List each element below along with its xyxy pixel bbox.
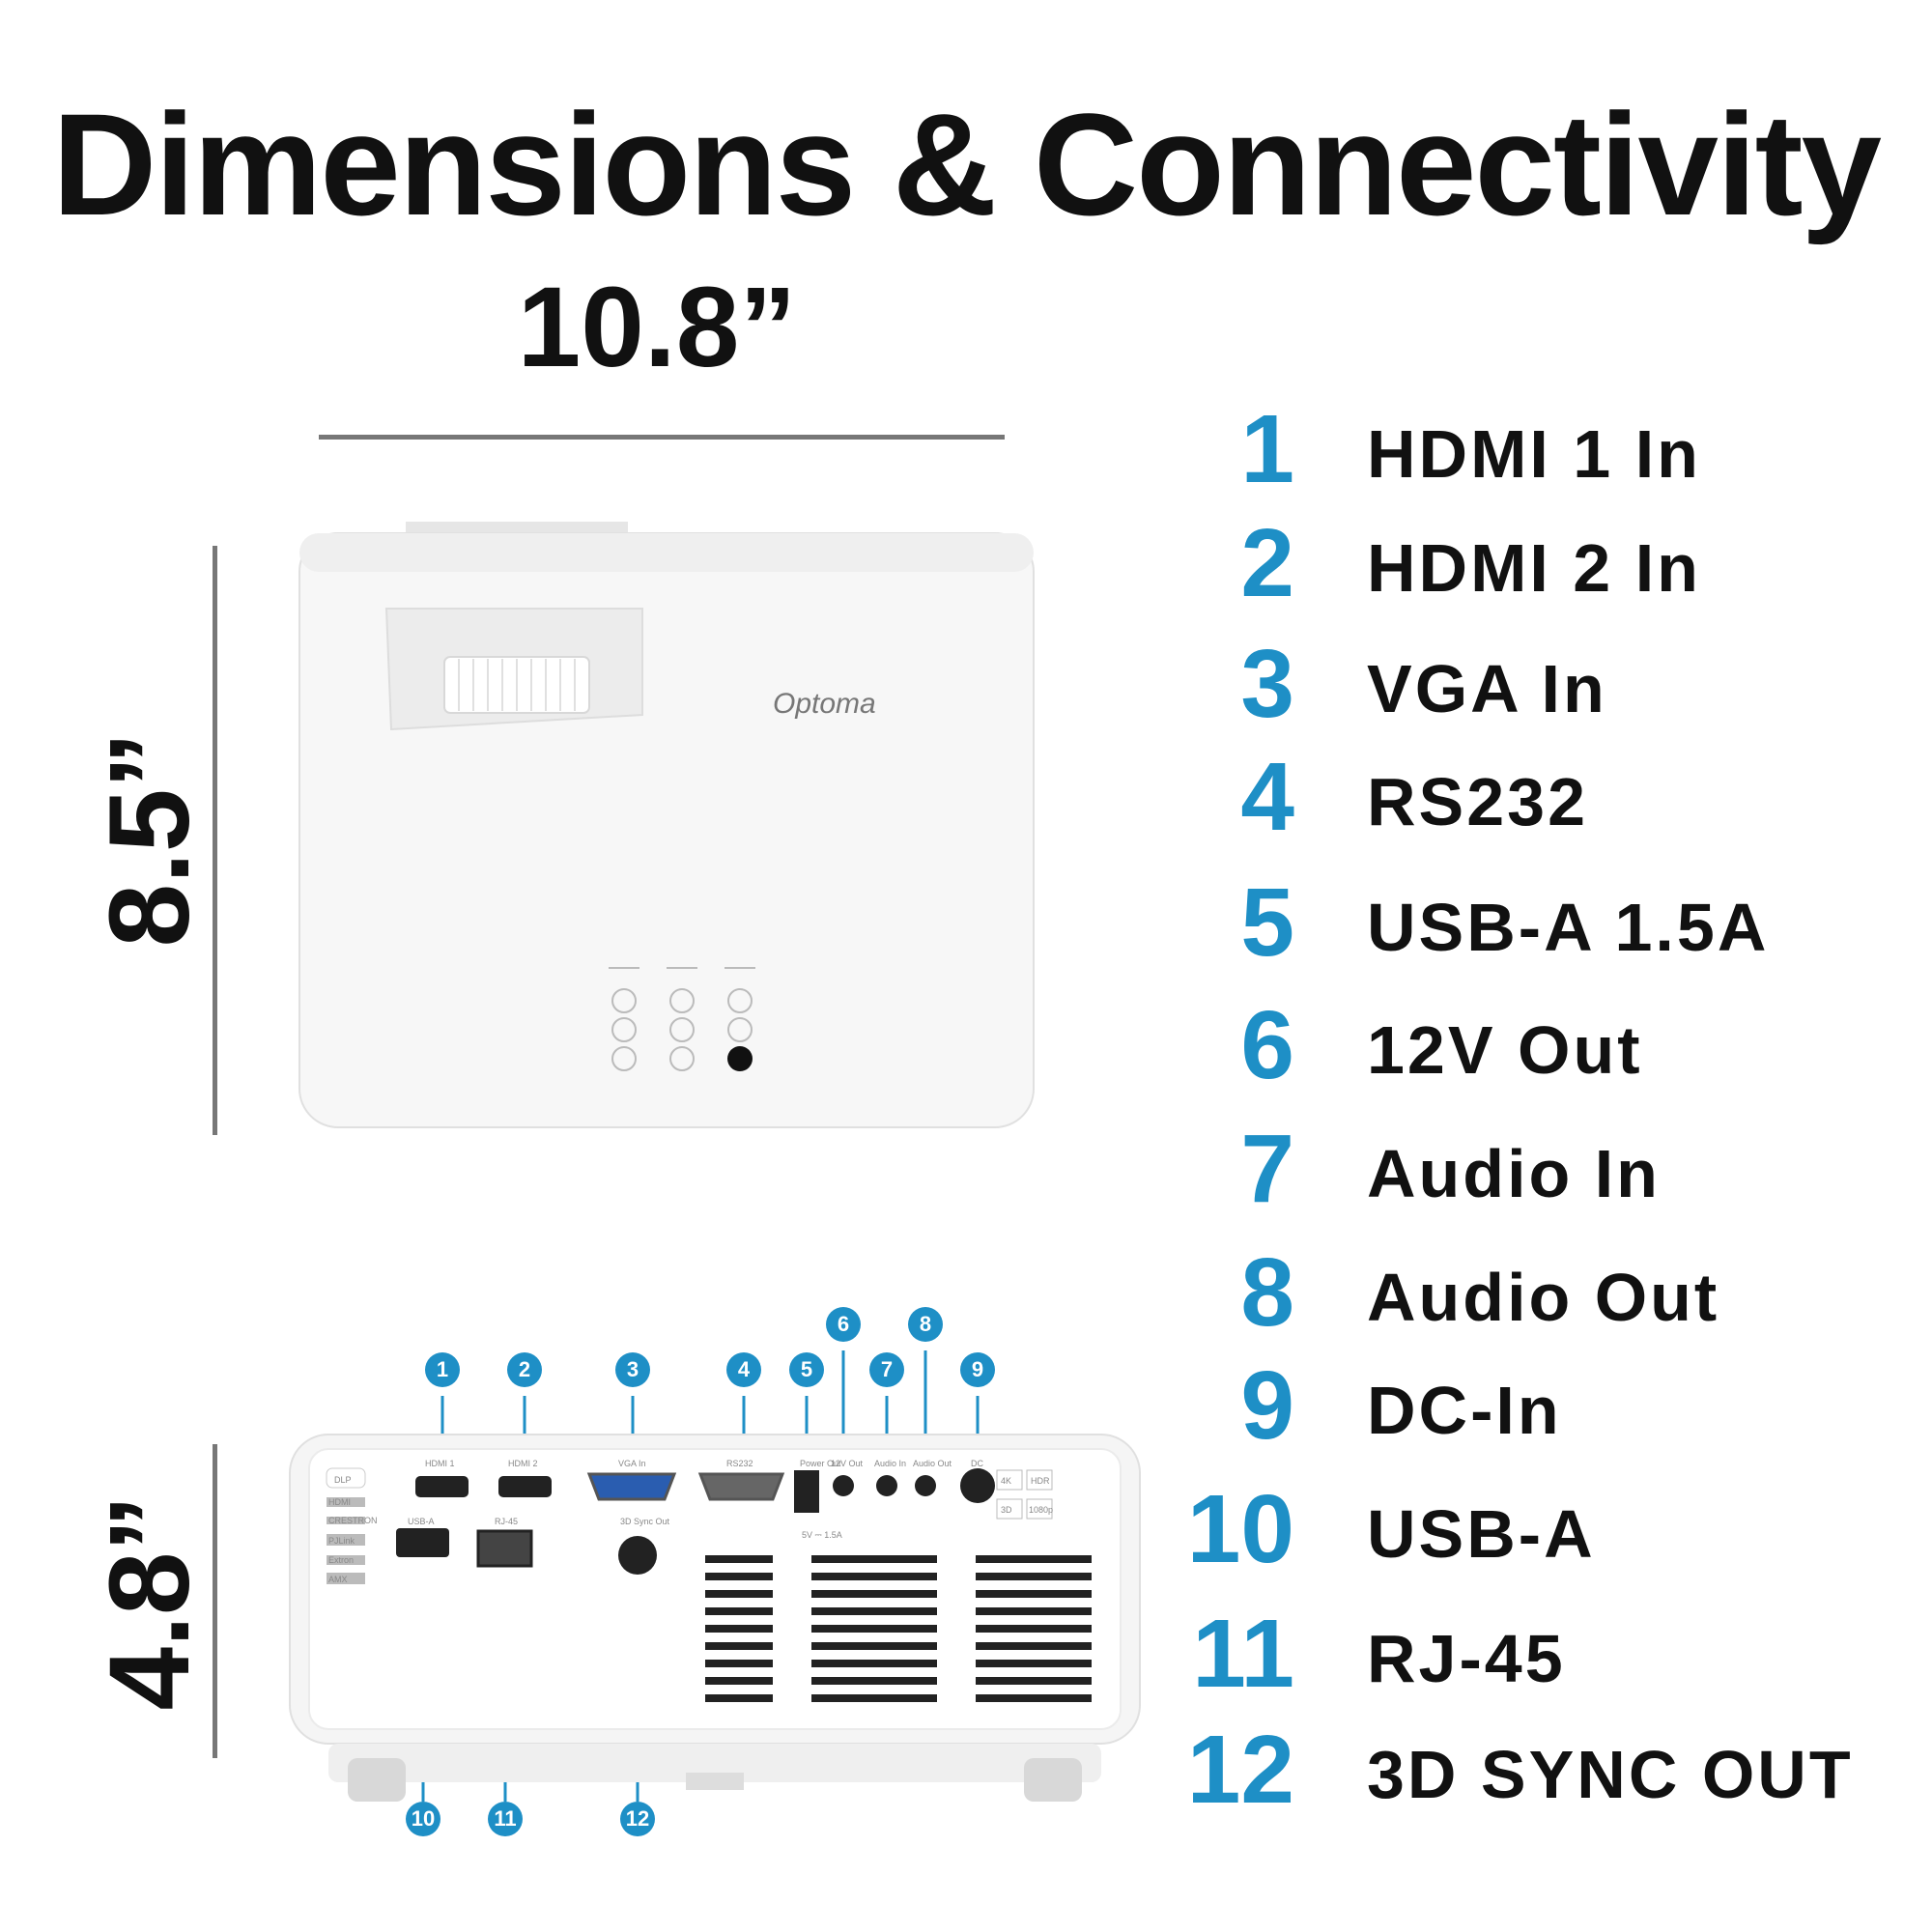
hdmi2-port-label: HDMI 2	[508, 1459, 538, 1468]
depth-dimension-line	[213, 546, 217, 1135]
legend-item: 8 Audio Out	[1198, 1244, 1913, 1350]
legend-label: RJ-45	[1367, 1621, 1566, 1696]
callout-8: 8	[908, 1307, 943, 1342]
legend-label: DC-In	[1367, 1373, 1562, 1448]
audio-in-label: Audio In	[874, 1459, 906, 1468]
legend-item: 3 VGA In	[1198, 636, 1913, 742]
callout-10: 10	[406, 1802, 440, 1836]
legend-item: 6 12V Out	[1198, 997, 1913, 1103]
legend-number: 6	[1240, 991, 1294, 1099]
legend-number: 2	[1240, 509, 1294, 617]
legend-label: 3D SYNC OUT	[1367, 1737, 1854, 1812]
legend-number: 3	[1240, 630, 1294, 738]
legend-number: 12	[1186, 1716, 1294, 1824]
legend-item: 12 3D SYNC OUT	[1187, 1721, 1913, 1828]
dlp-logo: DLP	[334, 1475, 352, 1485]
extron-logo: Extron	[328, 1555, 354, 1565]
hdmi1-port-label: HDMI 1	[425, 1459, 455, 1468]
callout-4: 4	[726, 1352, 761, 1387]
legend-label: USB-A	[1367, 1496, 1596, 1572]
rs232-port-label: RS232	[726, 1459, 753, 1468]
legend-label: USB-A 1.5A	[1367, 890, 1770, 965]
1080p-badge: 1080p	[1029, 1505, 1053, 1515]
4k-badge: 4K	[1001, 1476, 1011, 1486]
legend-label: HDMI 2 In	[1367, 530, 1701, 606]
callout-2: 2	[507, 1352, 542, 1387]
legend-label: Audio In	[1367, 1136, 1661, 1211]
3d-badge: 3D	[1001, 1505, 1012, 1515]
callout-3: 3	[615, 1352, 650, 1387]
page-title: Dimensions & Connectivity	[51, 83, 1882, 245]
usb-rating-label: 5V ⎓ 1.5A	[802, 1530, 842, 1540]
legend-label: VGA In	[1367, 651, 1607, 726]
legend-item: 5 USB-A 1.5A	[1198, 874, 1913, 980]
legend-number: 7	[1240, 1115, 1294, 1223]
legend-label: HDMI 1 In	[1367, 416, 1701, 492]
projector-top-view: Optoma	[298, 522, 1035, 1128]
audio-out-label: Audio Out	[913, 1459, 952, 1468]
legend-item: 2 HDMI 2 In	[1198, 515, 1913, 621]
hdr-badge: HDR	[1031, 1476, 1050, 1486]
callout-11: 11	[488, 1802, 523, 1836]
callout-5: 5	[789, 1352, 824, 1387]
legend-number: 9	[1240, 1351, 1294, 1460]
power-out-label: Power Out	[800, 1459, 841, 1468]
depth-dimension-label: 8.5”	[86, 731, 213, 948]
legend-label: 12V Out	[1367, 1012, 1643, 1088]
callout-7: 7	[869, 1352, 904, 1387]
amx-logo: AMX	[328, 1575, 348, 1584]
brand-logo: Optoma	[773, 688, 876, 720]
legend-item: 4 RS232	[1198, 749, 1913, 855]
legend-number: 5	[1240, 868, 1294, 977]
hdmi-logo: HDMI	[328, 1497, 351, 1507]
legend-item: 11 RJ-45	[1192, 1605, 1913, 1712]
vga-port-label: VGA In	[618, 1459, 646, 1468]
pjlink-logo: PJLink	[328, 1536, 355, 1546]
legend-number: 4	[1240, 743, 1294, 851]
height-dimension-line	[213, 1444, 217, 1758]
dc-in-label: DC	[971, 1459, 983, 1468]
callout-9: 9	[960, 1352, 995, 1387]
12v-out-label: 12V Out	[831, 1459, 864, 1468]
width-dimension-line	[319, 435, 1005, 440]
3d-sync-label: 3D Sync Out	[620, 1517, 670, 1526]
rj45-port-label: RJ-45	[495, 1517, 518, 1526]
legend-item: 7 Audio In	[1198, 1121, 1913, 1227]
legend-label: RS232	[1367, 764, 1589, 839]
projector-rear-view: HDMI 1 HDMI 2 VGA In RS232 Power Out 12V…	[289, 1350, 1141, 1802]
legend-number: 1	[1240, 395, 1294, 503]
legend-number: 10	[1186, 1475, 1294, 1583]
legend-label: Audio Out	[1367, 1260, 1720, 1335]
usb-a-port-label: USB-A	[408, 1517, 435, 1526]
callout-12: 12	[620, 1802, 655, 1836]
height-dimension-label: 4.8”	[86, 1494, 213, 1711]
legend-number: 8	[1240, 1238, 1294, 1347]
legend-item: 1 HDMI 1 In	[1198, 401, 1913, 507]
width-dimension-label: 10.8”	[517, 264, 797, 391]
callout-6: 6	[826, 1307, 861, 1342]
crestron-logo: CRESTRON	[328, 1516, 378, 1525]
callout-1: 1	[425, 1352, 460, 1387]
legend-item: 9 DC-In	[1198, 1357, 1913, 1463]
legend-number: 11	[1192, 1600, 1294, 1708]
legend-item: 10 USB-A	[1187, 1481, 1913, 1587]
